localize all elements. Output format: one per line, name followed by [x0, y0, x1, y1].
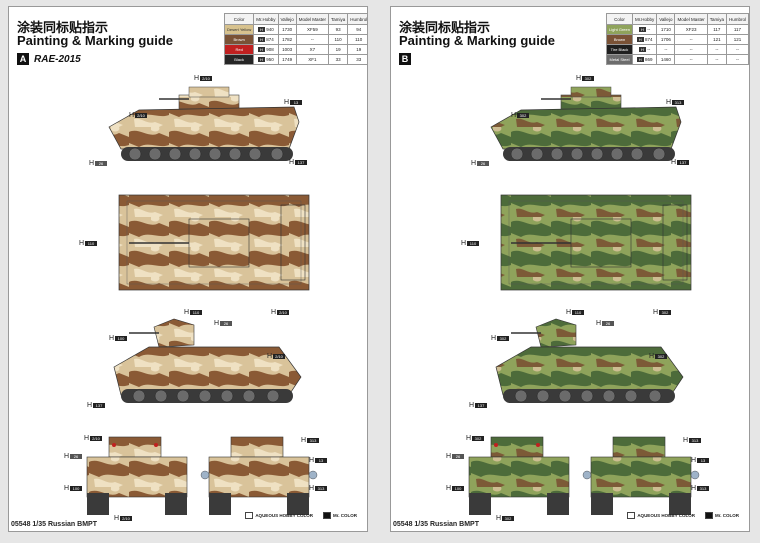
humbrol-cell: --	[725, 54, 749, 65]
legend-aqueous: AQUEOUS HOBBY COLOR	[627, 512, 695, 519]
table-row: Tire Black H -- -- -- -- --	[606, 44, 749, 55]
title-english: Painting & Marking guide	[399, 33, 556, 48]
legend-mrcolor: Mr. COLOR	[704, 512, 739, 519]
table-row: Black H 950 1749 XF1 33 33	[223, 54, 367, 65]
tank-top-view	[500, 194, 692, 291]
humbrol-cell: 33	[347, 54, 367, 65]
tank-rear-view	[582, 436, 700, 515]
title-chinese: 涂装同标贴指示	[17, 21, 109, 36]
vallejo-cell: 1749	[277, 54, 297, 65]
title-chinese: 涂装同标贴指示	[399, 21, 491, 36]
legend-aqueous: AQUEOUS HOBBY COLOR	[245, 512, 313, 519]
variant-label: A RAE-2015	[17, 53, 81, 65]
tank-front-view	[86, 436, 188, 515]
vallejo-cell: 1460	[656, 54, 676, 65]
tank-top-view	[118, 194, 310, 291]
table-row: Metal Steel H 869 1460 -- -- --	[606, 54, 749, 65]
table-row: Red H 908 1003 X7 19 19	[223, 44, 367, 55]
product-code: 05548 1/35 Russian BMPT	[393, 521, 479, 528]
table-header: Tamiya	[706, 13, 727, 25]
title-english: Painting & Marking guide	[17, 33, 174, 48]
table-row: Brown H 874 1782 -- 110 110	[223, 34, 367, 45]
tank-illustrations-desert	[86, 86, 318, 515]
tank-side-view	[108, 86, 300, 161]
tank-perspective-view	[113, 318, 302, 403]
paint-legend: AQUEOUS HOBBY COLOR Mr. COLOR	[627, 512, 739, 519]
paint-legend: AQUEOUS HOBBY COLOR Mr. COLOR	[245, 512, 357, 519]
variant-letter-box: B	[399, 53, 411, 65]
mrhobby-cell: H 869	[631, 54, 658, 65]
tank-rear-view	[200, 436, 318, 515]
tank-side-view	[490, 86, 682, 161]
color-table: Color Mr.Hobby Vallejo Model Master Tami…	[223, 13, 367, 65]
variant-label: B	[399, 53, 411, 65]
instruction-sheet-a: 涂装同标贴指示 Painting & Marking guide A RAE-2…	[8, 6, 368, 532]
product-code: 05548 1/35 Russian BMPT	[11, 521, 97, 528]
color-table: Color Mr.Hobby Vallejo Model Master Tami…	[606, 13, 749, 65]
tank-front-view	[468, 436, 570, 515]
mrhobby-cell: H 950	[253, 54, 279, 65]
table-header: Vallejo	[277, 13, 297, 25]
tamiya-cell: --	[706, 54, 727, 65]
variant-letter-box: A	[17, 53, 29, 65]
legend-mrcolor: Mr. COLOR	[322, 512, 357, 519]
table-header: Mr.Hobby	[253, 13, 279, 25]
tank-illustrations-green	[468, 86, 700, 515]
variant-name: RAE-2015	[34, 53, 81, 65]
tank-perspective-view	[495, 318, 684, 403]
instruction-sheet-b: 涂装同标贴指示 Painting & Marking guide B Color…	[390, 6, 750, 532]
tamiya-cell: 33	[327, 54, 349, 65]
